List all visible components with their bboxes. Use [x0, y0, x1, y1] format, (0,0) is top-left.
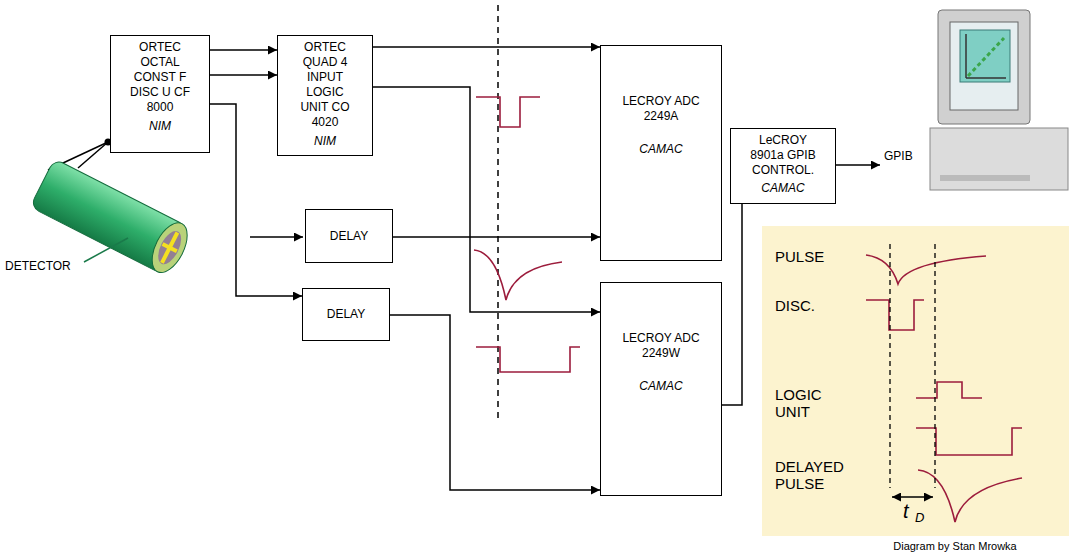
delay-subscript: D: [915, 511, 929, 526]
signal-name: DISC.: [775, 297, 855, 314]
controller-box: LeCROY 8901a GPIB CONTROL. CAMAC: [730, 128, 836, 204]
standard-label: CAMAC: [609, 379, 713, 394]
module-name: LECROY ADC 2249W: [609, 331, 713, 361]
signal-name: PULSE: [775, 248, 855, 265]
signal-cable: [210, 49, 277, 51]
module-name: ORTEC QUAD 4 INPUT LOGIC UNIT CO 4020: [294, 40, 356, 130]
module-name: ORTEC OCTAL CONST F DISC U CF 8000: [129, 40, 191, 115]
signal-name: DELAYED PULSE: [775, 458, 865, 493]
inset-markers: [890, 244, 935, 488]
standard-label: CAMAC: [609, 142, 713, 157]
signal-cable: [390, 315, 600, 490]
delay-box: DELAY: [302, 288, 390, 341]
detector-illustration: [30, 139, 194, 279]
module-name: LECROY ADC 2249A: [609, 94, 713, 124]
adc-box: LECROY ADC 2249A CAMAC: [600, 45, 722, 261]
standard-label: CAMAC: [747, 181, 819, 196]
adc-box: LECROY ADC 2249W CAMAC: [600, 282, 722, 496]
standard-label: NIM: [294, 134, 356, 149]
module-name: DELAY: [306, 307, 386, 322]
bus-label: GPIB: [884, 150, 928, 164]
signal-cable: [722, 204, 742, 405]
time-marker: [497, 5, 499, 420]
signal-waveforms: [474, 97, 1022, 522]
signal-name: LOGIC UNIT: [775, 386, 841, 421]
computer-illustration: [930, 10, 1068, 190]
delay-box: DELAY: [305, 209, 393, 263]
caption: Diagram by Stan Mrowka: [850, 540, 1060, 553]
input-wire: [250, 236, 303, 238]
logic-unit-box: ORTEC QUAD 4 INPUT LOGIC UNIT CO 4020NIM: [277, 35, 373, 156]
discriminator-box: ORTEC OCTAL CONST F DISC U CF 8000NIM: [110, 35, 210, 153]
detector-label: DETECTOR: [5, 260, 95, 274]
inset-panel: [762, 226, 1069, 536]
delay-symbol: t: [903, 500, 917, 523]
standard-label: NIM: [129, 119, 191, 134]
gpib-wire: [836, 164, 880, 166]
signal-cable: [373, 87, 600, 312]
signal-cable: [373, 46, 600, 48]
module-name: DELAY: [309, 229, 389, 244]
signal-cable: [393, 236, 600, 238]
delay-arrow: [892, 496, 933, 497]
signal-cable: [210, 74, 277, 76]
module-name: LeCROY 8901a GPIB CONTROL.: [747, 133, 819, 178]
